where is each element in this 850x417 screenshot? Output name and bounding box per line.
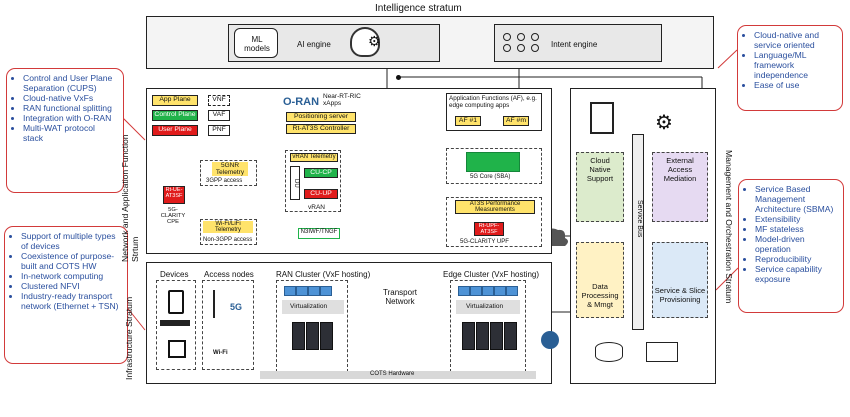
settings-gear-icon: ⚙: [655, 112, 673, 134]
ran-virtualization-band: [282, 300, 344, 314]
transport-label: Transport Network: [383, 288, 417, 307]
callout-item: Support of multiple types of devices: [21, 231, 121, 251]
documents-icon: [646, 342, 678, 362]
wifi-badge: Wi-Fi: [213, 350, 228, 356]
smartphone-icon: [168, 290, 184, 314]
callout-item: Reproducibility: [755, 254, 837, 264]
legend-user-plane: User Plane: [152, 125, 198, 136]
service-slice-provisioning[interactable]: [652, 242, 708, 318]
iot-device-icon: [168, 340, 186, 358]
callout-item: Multi-WAT protocol stack: [23, 123, 117, 143]
afm[interactable]: AF #m: [503, 116, 529, 126]
du-block[interactable]: DU: [290, 166, 300, 200]
callout-item: Service capability exposure: [755, 264, 837, 284]
callout-item: Model-driven operation: [755, 234, 837, 254]
rt-ue-at3sf[interactable]: Rt-UE-AT3SF: [163, 186, 185, 204]
3gpp-access-label: 3GPP access: [206, 178, 243, 184]
cots-hardware-label: COTS Hardware: [370, 371, 415, 377]
legend-vaf: VAF: [208, 110, 230, 121]
service-bus-label: Service Bus: [636, 200, 643, 238]
callout-item: Ease of use: [754, 80, 836, 90]
database-icon: [595, 342, 623, 362]
service-slice-label: Service & Slice Provisioning: [654, 286, 706, 304]
oran-logo: O-RAN: [283, 96, 320, 108]
edge-virtualization-band: [456, 300, 520, 314]
at3s-perf: AT3S Performance Measurements: [455, 200, 535, 214]
ric-label: Near-RT-RIC xApps: [323, 93, 361, 108]
router-icon: [541, 331, 559, 349]
callout-infra-features: Support of multiple types of devicesCoex…: [4, 226, 128, 364]
rt-upf-at3sf[interactable]: Rt-UPF-AT3SF: [474, 222, 504, 236]
app-functions-label: Application Functions (AF), e.g. edge co…: [449, 95, 537, 109]
vran-label: vRAN: [308, 204, 325, 211]
intent-engine-label: Intent engine: [551, 40, 598, 49]
management-stratum-label: Management and Orchestration Stratum: [724, 150, 734, 304]
ran-cluster-label: RAN Cluster (VxF hosting): [276, 270, 371, 279]
flow-icon: [503, 31, 539, 53]
junction-dot: [396, 75, 401, 80]
callout-management-features: Service Based Management Architecture (S…: [738, 179, 844, 313]
callout-item: RAN functional splitting: [23, 103, 117, 113]
5g-badge: 5G: [230, 302, 243, 312]
wifi-telemetry: Wi-Fi/LiFi Telemetry: [203, 221, 253, 233]
edge-virtualization: Virtualization: [466, 303, 504, 310]
gear-icon: ⚙: [368, 33, 381, 49]
infra-stratum-label: Infrastructure Stratum: [124, 296, 134, 380]
n3iwf-tngf[interactable]: N3IWF/TNGF: [298, 228, 340, 239]
upf-label: 5G-CLARITY UPF: [460, 239, 509, 245]
ml-models-cylinder[interactable]: [234, 28, 278, 58]
af1[interactable]: AF #1: [455, 116, 481, 126]
access-nodes-label: Access nodes: [204, 270, 254, 279]
cots-hardware-bar: [260, 371, 536, 379]
callout-item: Industry-ready transport network (Ethern…: [21, 291, 121, 311]
ml-models-label: ML models: [244, 35, 270, 54]
callout-item: Clustered NFVI: [21, 281, 121, 291]
vran-telemetry[interactable]: vRAN Telemetry: [290, 153, 338, 162]
cu-up[interactable]: CU-UP: [304, 189, 338, 199]
5g-core-label: 5G Core (SBA): [470, 174, 511, 180]
callout-item: In-network computing: [21, 271, 121, 281]
callout-item: Cloud-native and service oriented: [754, 30, 836, 50]
operator-icon: [590, 102, 614, 134]
callout-item: Service Based Management Architecture (S…: [755, 184, 837, 214]
callout-intelligence-features: Cloud-native and service orientedLanguag…: [737, 25, 843, 111]
callout-item: Cloud-native VxFs: [23, 93, 117, 103]
antenna-icon: [213, 290, 215, 318]
external-access-mediation[interactable]: [652, 152, 708, 222]
legend-pnf: PNF: [208, 125, 230, 136]
callout-item: Integration with O-RAN: [23, 113, 117, 123]
data-processing-mgmt[interactable]: [576, 242, 624, 318]
legend-vnf: VNF: [208, 95, 230, 106]
callout-item: Language/ML framework independence: [754, 50, 836, 80]
cu-cp[interactable]: CU-CP: [304, 168, 338, 178]
callout-item: MF stateless: [755, 224, 837, 234]
callout-network-features: Control and User Plane Separation (CUPS)…: [6, 68, 124, 193]
ran-virtualization: Virtualization: [290, 303, 328, 310]
intelligence-stratum-title: Intelligence stratum: [375, 3, 462, 14]
external-access-label: External Access Mediation: [663, 156, 697, 183]
cpe-device-icon: [160, 320, 190, 326]
cpe-label: 5G-CLARITY CPE: [160, 207, 186, 225]
intent-engine-box[interactable]: [494, 24, 662, 62]
sba-icon: [466, 152, 520, 172]
access-nodes-group: [202, 280, 254, 370]
ai-engine-label: AI engine: [297, 40, 331, 49]
network-stratum-label: Network and Application Function Strtum: [120, 134, 140, 262]
cloud-native-support[interactable]: [576, 152, 624, 222]
non3gpp-label: Non-3GPP access: [203, 237, 253, 243]
service-bus[interactable]: [632, 134, 644, 330]
data-processing-label: Data Processing & Mmgt: [581, 282, 619, 309]
callout-item: Coexistence of purpose-built and COTS HW: [21, 251, 121, 271]
positioning-server[interactable]: Positioning server: [286, 112, 356, 122]
edge-cluster-label: Edge Cluster (VxF hosting): [443, 270, 540, 279]
brain-icon: [350, 27, 380, 57]
cloud-native-label: Cloud Native Support: [586, 156, 614, 183]
5gnr-telemetry: 5GNR Telemetry: [212, 162, 248, 176]
at3s-controller[interactable]: Rt-AT3S Controller: [286, 124, 356, 134]
legend-app-plane: App Plane: [152, 95, 198, 106]
legend-control-plane: Control Plane: [152, 110, 198, 121]
callout-item: Control and User Plane Separation (CUPS): [23, 73, 117, 93]
callout-item: Extensibility: [755, 214, 837, 224]
devices-label: Devices: [160, 270, 189, 279]
